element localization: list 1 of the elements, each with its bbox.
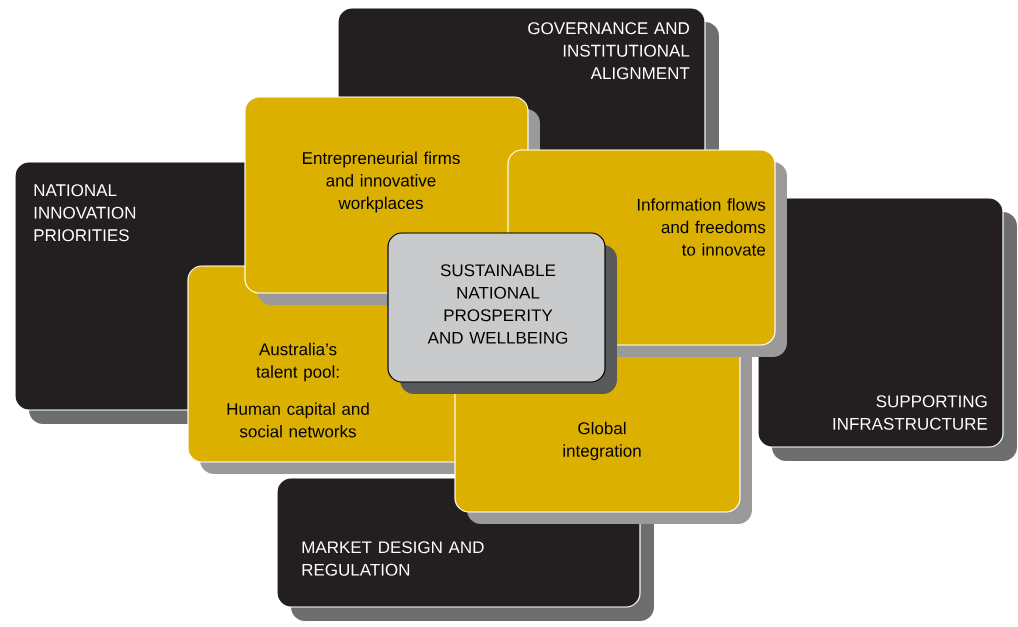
center-box: SUSTAINABLE NATIONAL PROSPERITY AND WELLBEING [387, 232, 617, 394]
